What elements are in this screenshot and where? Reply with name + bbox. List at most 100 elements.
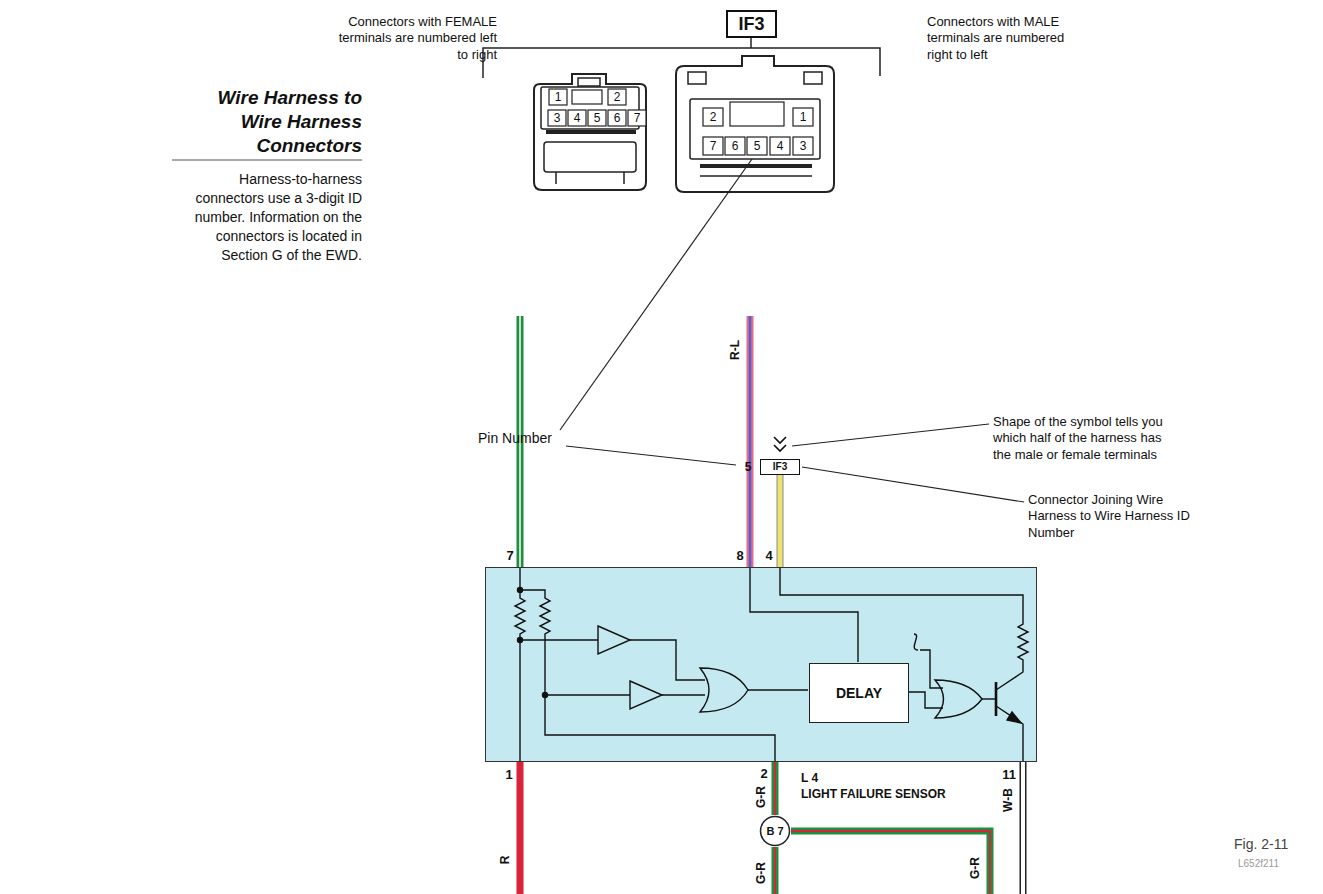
sensor-circuit [996, 706, 1023, 762]
sensor-circuit [748, 689, 808, 690]
pin-number: 7 [634, 111, 641, 125]
wire [520, 316, 1023, 894]
male-connector [676, 56, 834, 192]
callout-text-wrap: Connectors with MALE terminals are numbe… [927, 14, 1092, 63]
wire-group [775, 762, 776, 815]
pin-number: 1 [800, 110, 807, 124]
pin-number: 4 [574, 111, 581, 125]
female-connector [534, 74, 646, 190]
pin-number-wrap: 4 [777, 139, 784, 154]
wire-color-wrap: W-B [1001, 786, 1016, 814]
node-text-wrap: IF3 [738, 14, 764, 35]
pin-number-wrap: 1 [505, 767, 512, 783]
pin-number: 6 [732, 139, 739, 153]
sensor-circuit [750, 567, 858, 662]
female-connector [541, 87, 639, 129]
terminal-cell [568, 110, 586, 126]
pin-number: 4 [777, 139, 784, 153]
leader-line [560, 159, 1024, 502]
note-text-wrap: Harness-to-harness connectors use a 3-di… [172, 170, 362, 264]
wire [1021, 762, 1025, 894]
sensor-circuit [630, 681, 662, 709]
pin-number-wrap: 1 [800, 110, 807, 125]
connector-symbol [774, 437, 786, 451]
figure-code: L652f211 [1238, 858, 1279, 869]
female-connector [578, 78, 600, 86]
splice-outline [761, 817, 790, 846]
male-connector [730, 102, 784, 126]
wire [772, 847, 779, 894]
male-connector [676, 56, 834, 192]
node-label: LIGHT FAILURE SENSOR [801, 787, 946, 801]
terminal-cell [588, 110, 606, 126]
wire [1020, 762, 1027, 894]
splice-circle: B 7 [759, 815, 791, 847]
male-connector [688, 72, 706, 84]
pin-number: 2 [760, 766, 767, 781]
pin-number: 7 [506, 548, 513, 563]
figure-code-wrap: L652f211 [1238, 858, 1279, 871]
wire [791, 831, 990, 894]
terminal-cell [703, 137, 723, 155]
wire-color-wrap: R-L [728, 338, 743, 362]
sensor-circuit [520, 639, 598, 640]
male-connector [700, 175, 812, 177]
male-connector [700, 164, 812, 168]
pin-number-wrap: 7 [506, 548, 513, 564]
pin-number: 2 [614, 90, 621, 104]
figure-caption-wrap: Fig. 2-11 [1234, 836, 1288, 854]
heading-rule [172, 159, 362, 160]
sensor-circuit [630, 640, 705, 680]
female-connector [556, 172, 624, 184]
node-label: L 4 [801, 771, 818, 785]
node-text-wrap: DELAY [836, 685, 882, 701]
wire [791, 831, 990, 894]
node-label: B 7 [766, 825, 783, 837]
wire [777, 475, 784, 567]
pin-number-wrap: 6 [732, 139, 739, 154]
terminal-cell [725, 137, 745, 155]
sensor-circuit [543, 693, 548, 698]
pin-number-wrap: 6 [614, 111, 621, 126]
female-connector [572, 90, 602, 104]
pin-number-wrap: 11 [1002, 767, 1016, 783]
bracket [750, 38, 752, 48]
connector-id-box: IF3 [726, 10, 777, 38]
callout-text-wrap: Pin Number [478, 430, 552, 448]
callout-text-wrap: Connector Joining Wire Harness to Wire H… [1028, 492, 1193, 541]
sensor-circuit [518, 588, 523, 593]
section-heading-wrap: Wire Harness to Wire Harness Connectors [182, 86, 362, 157]
wire [772, 762, 779, 815]
wire [774, 847, 776, 894]
sensor-circuit [515, 567, 1028, 762]
pin-number: 11 [1002, 767, 1016, 782]
sensor-circuit [662, 694, 705, 695]
sensor-circuit [982, 698, 996, 699]
wire-stripe [774, 762, 776, 815]
delay-box: DELAY [809, 663, 909, 723]
sensor-circuit [914, 634, 918, 650]
pin-number-wrap: 4 [765, 548, 772, 564]
pin-number: 5 [594, 111, 601, 125]
terminal-cell [703, 108, 723, 126]
wire-color-wrap: G-R [968, 855, 983, 881]
pin-number: 6 [614, 111, 621, 125]
female-connector [546, 130, 636, 134]
pin-number: 8 [736, 548, 743, 563]
pin-number-wrap: 2 [710, 110, 717, 125]
wire-color: G-R [754, 786, 768, 808]
wire-color: R [498, 856, 512, 865]
sensor-circuit [995, 682, 998, 716]
callout-text: Pin Number [478, 430, 552, 446]
pin-number-wrap: 5 [754, 139, 761, 154]
node-text-wrap: IF3 [773, 461, 787, 473]
sensor-circuit [908, 692, 943, 708]
leader-line [560, 159, 752, 430]
section-heading: Wire Harness to Wire Harness Connectors [218, 87, 363, 156]
female-connector [534, 74, 646, 190]
wire-stripe [778, 475, 783, 567]
sensor-fill [485, 567, 1037, 762]
callout-text-wrap: Connectors with FEMALE terminals are num… [335, 14, 497, 63]
wire-color: G-R [968, 857, 982, 879]
